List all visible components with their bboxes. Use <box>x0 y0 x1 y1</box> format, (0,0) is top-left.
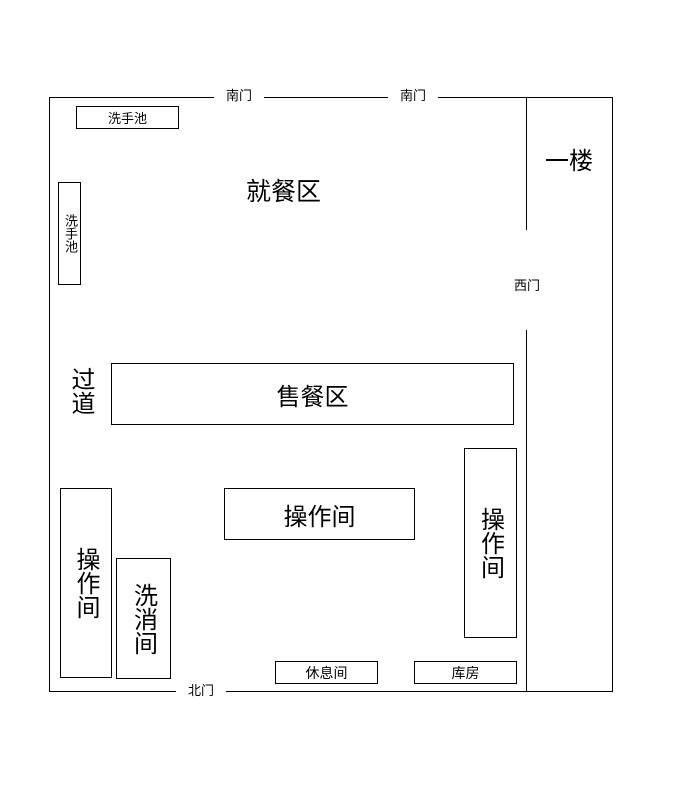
divider-tick-top <box>517 97 527 98</box>
operation-room-right-label: 操作间 <box>476 507 505 579</box>
serving-area: 售餐区 <box>111 363 514 425</box>
sink-top-label: 洗手池 <box>107 112 147 127</box>
operation-room-left-label: 操作间 <box>72 547 100 619</box>
sink-side: 洗手池 <box>58 182 81 285</box>
west-door-label: 西门 <box>514 279 541 294</box>
outer-wall-top <box>49 97 613 98</box>
floor-label: 一楼 <box>545 147 593 175</box>
operation-room-right: 操作间 <box>464 448 517 638</box>
sink-top: 洗手池 <box>76 106 179 129</box>
storage-room: 库房 <box>414 661 517 684</box>
outer-wall-left <box>49 97 50 692</box>
serving-area-label: 售餐区 <box>276 382 349 411</box>
outer-wall-right <box>612 97 613 692</box>
south-door-label-1: 南门 <box>214 90 265 103</box>
washing-room-label: 洗消间 <box>129 582 158 655</box>
dining-area-label: 就餐区 <box>246 177 322 206</box>
washing-room: 洗消间 <box>116 558 171 679</box>
operation-room-center-label: 操作间 <box>283 502 356 531</box>
divider-wall-upper <box>526 97 527 230</box>
sink-side-label: 洗手池 <box>62 214 77 253</box>
operation-room-left: 操作间 <box>60 488 112 678</box>
outer-wall-bottom <box>49 691 613 692</box>
storage-room-label: 库房 <box>451 665 480 682</box>
north-door-label: 北门 <box>176 685 227 698</box>
aisle-label: 过道 <box>67 367 95 415</box>
divider-tick-bottom <box>517 691 527 692</box>
rest-room-label: 休息间 <box>305 665 348 682</box>
operation-room-center: 操作间 <box>224 488 415 540</box>
rest-room: 休息间 <box>275 661 378 684</box>
south-door-label-2: 南门 <box>388 90 439 103</box>
divider-wall-lower <box>526 330 527 691</box>
